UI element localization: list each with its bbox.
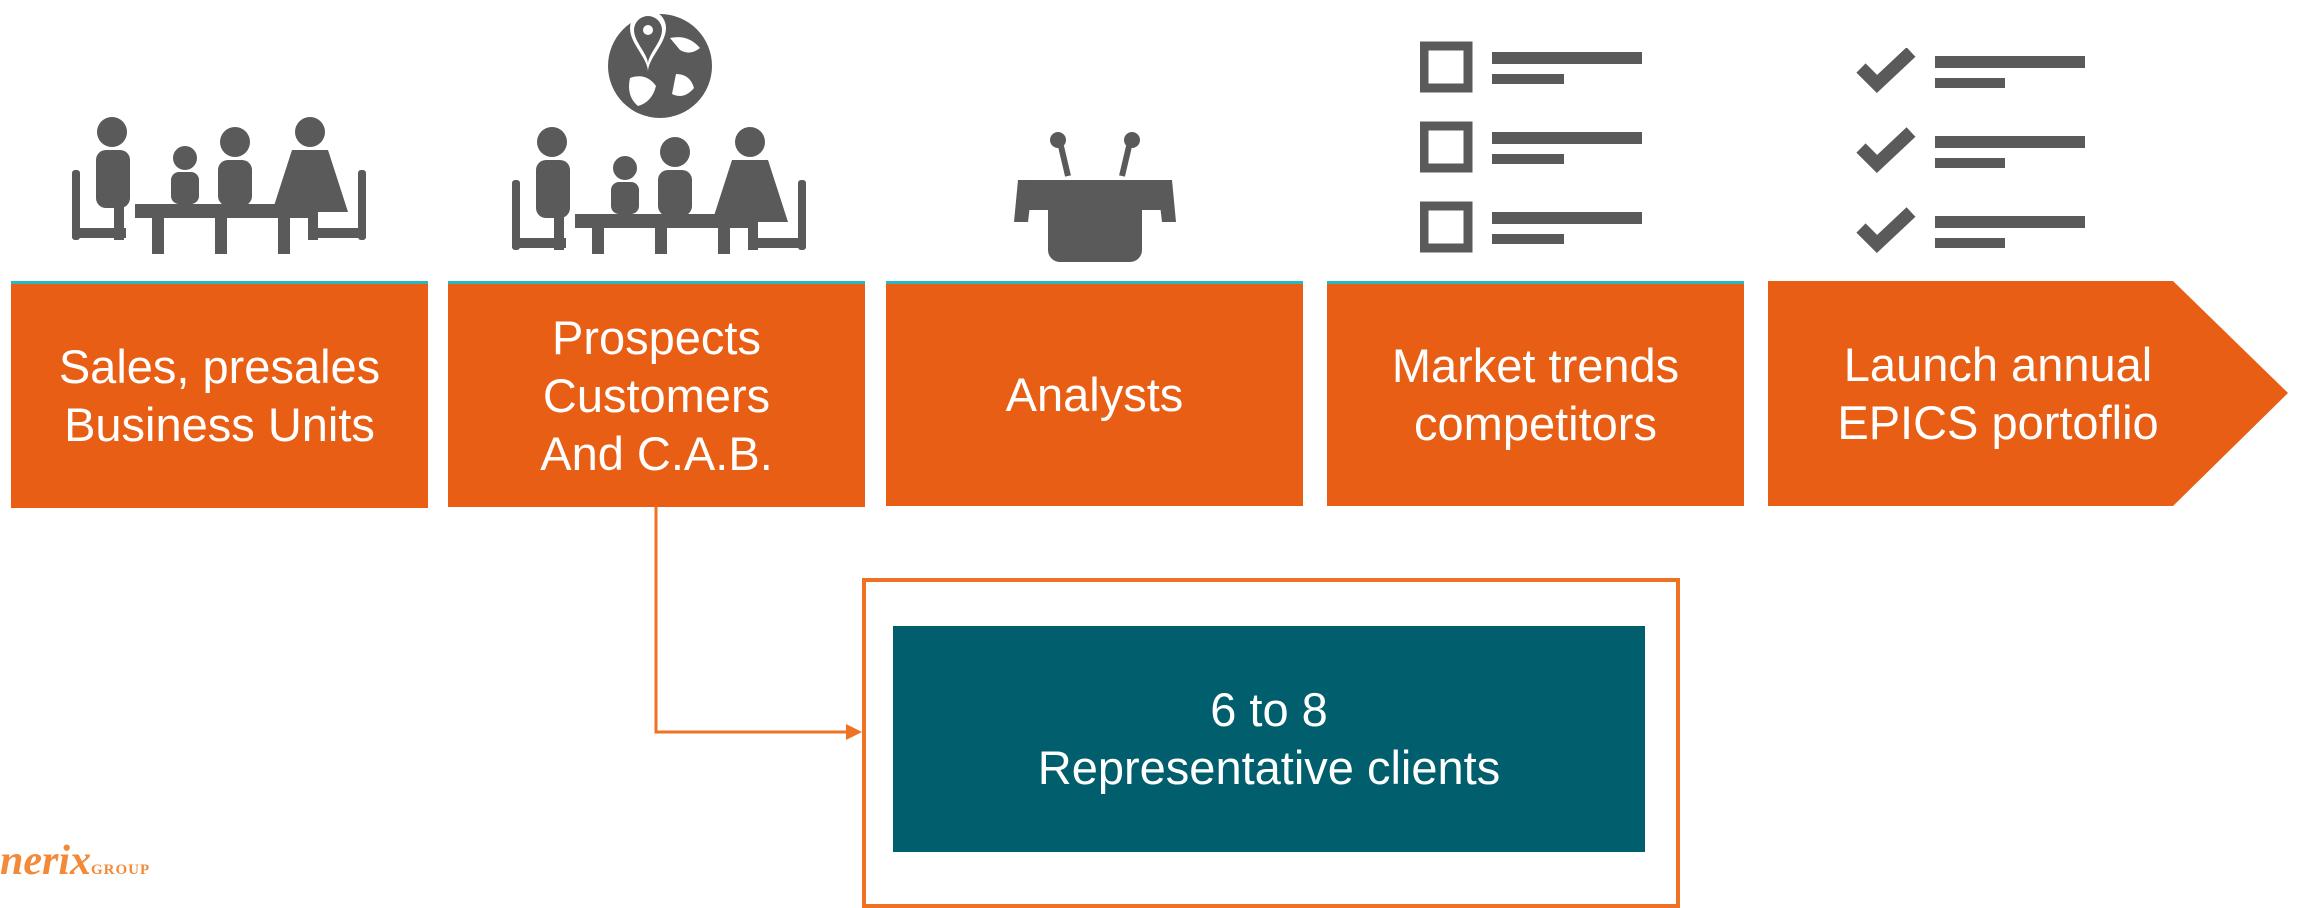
stage-analysts-line-1: Analysts xyxy=(1005,368,1184,421)
checkmark-list-icon xyxy=(1856,48,2085,254)
representative-clients-box: 6 to 8 Representative clients xyxy=(893,626,1645,852)
globe-meeting-icon xyxy=(512,10,806,254)
stage-analysts: Analysts xyxy=(886,281,1303,506)
stage-launch-line-1: Launch annual xyxy=(1843,337,2153,391)
stage-launch-arrow-shape xyxy=(1768,281,2288,506)
stage-market-trends-line-2: competitors xyxy=(1414,397,1657,450)
stage-prospects: Prospects Customers And C.A.B. xyxy=(448,281,865,507)
stage-launch-line-2: EPICS portoflio xyxy=(1837,395,2159,449)
stage-market-trends: Market trends competitors xyxy=(1327,281,1744,506)
logo-text: nerix xyxy=(0,838,92,884)
checkbox-list-icon xyxy=(1420,41,1642,253)
stage-sales: Sales, presales Business Units xyxy=(11,281,428,508)
stage-market-trends-line-1: Market trends xyxy=(1391,339,1680,392)
connector-arrow xyxy=(654,507,862,740)
podium-icon xyxy=(1014,132,1176,262)
stage-sales-line-1: Sales, presales xyxy=(58,340,381,393)
meeting-table-icon xyxy=(72,117,366,254)
stage-launch: Launch annual EPICS portoflio xyxy=(1768,281,2228,506)
stage-prospects-line-3: And C.A.B. xyxy=(540,426,773,480)
company-logo: nerixGROUP xyxy=(0,840,150,883)
stage-prospects-line-1: Prospects xyxy=(552,310,761,364)
detail-line-1: 6 to 8 xyxy=(1210,683,1328,736)
stage-sales-line-2: Business Units xyxy=(64,398,375,451)
logo-suffix: GROUP xyxy=(91,862,151,878)
stage-prospects-line-2: Customers xyxy=(542,368,771,422)
detail-line-2: Representative clients xyxy=(1037,741,1501,794)
